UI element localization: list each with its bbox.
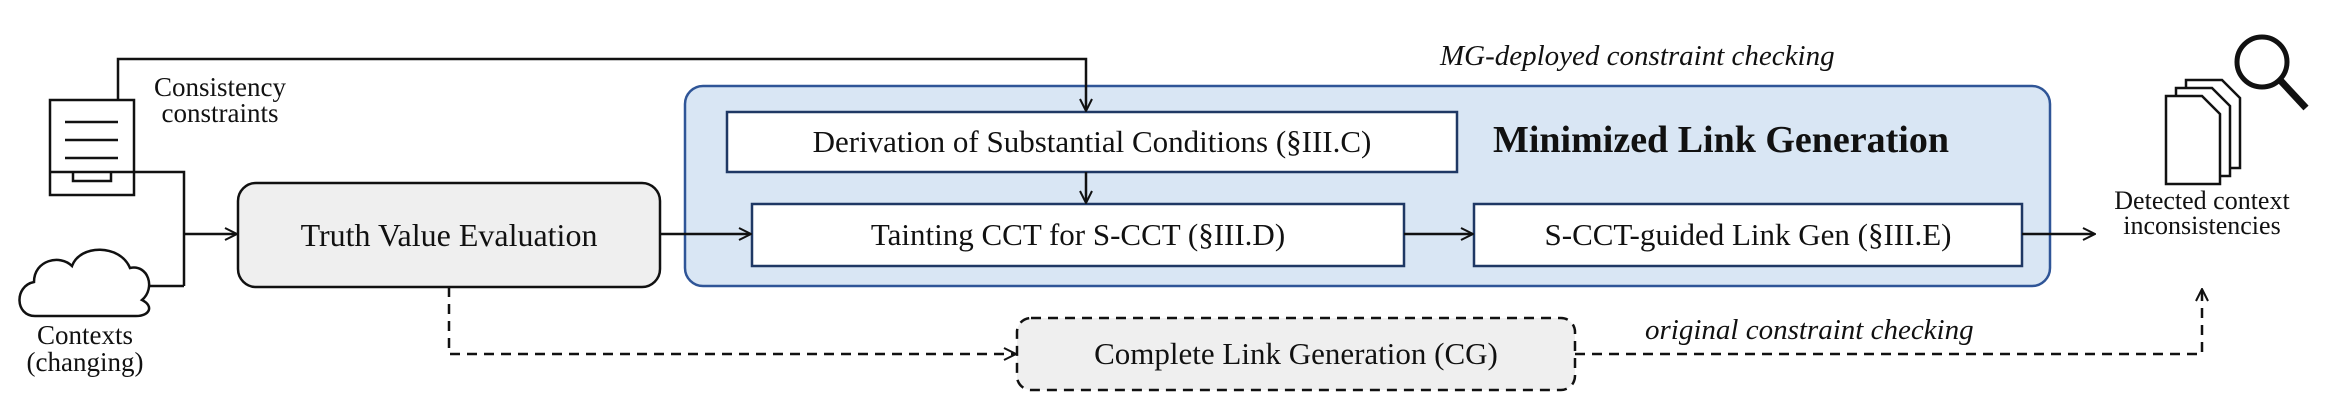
complete-link-label: Complete Link Generation (CG) bbox=[1094, 336, 1498, 371]
complete-link-box bbox=[1015, 316, 1577, 392]
document-tray-icon bbox=[48, 98, 136, 197]
documents-icon bbox=[2164, 78, 2242, 186]
tainting-box bbox=[750, 202, 1406, 268]
derivation-label: Derivation of Substantial Conditions (§I… bbox=[812, 124, 1372, 159]
complete-to-output-dashed-arrow bbox=[1575, 290, 2202, 356]
constraints-to-derivation-arrow bbox=[116, 57, 1086, 110]
truth-value-label: Truth Value Evaluation bbox=[300, 216, 598, 253]
mg-deployed-label: MG-deployed constraint checking bbox=[1440, 40, 1835, 72]
sguided-box bbox=[1472, 202, 2024, 268]
truth-to-complete-dashed-arrow bbox=[447, 287, 1015, 354]
sguided-label: S-CCT-guided Link Gen (§III.E) bbox=[1544, 217, 1952, 252]
original-checking-label: original constraint checking bbox=[1645, 314, 1974, 346]
constraints-to-junction-line bbox=[134, 170, 186, 286]
derivation-box bbox=[725, 110, 1459, 174]
magnifier-icon bbox=[2234, 34, 2309, 111]
tainting-label: Tainting CCT for S-CCT (§III.D) bbox=[870, 217, 1286, 252]
minimized-link-generation-title: Minimized Link Generation bbox=[1493, 119, 1949, 161]
cloud-icon bbox=[18, 248, 151, 318]
consistency-constraints-label: Consistency constraints bbox=[154, 72, 286, 128]
contexts-label: Contexts (changing) bbox=[26, 320, 144, 377]
detected-inconsistencies-label: Detected context inconsistencies bbox=[2114, 186, 2290, 240]
